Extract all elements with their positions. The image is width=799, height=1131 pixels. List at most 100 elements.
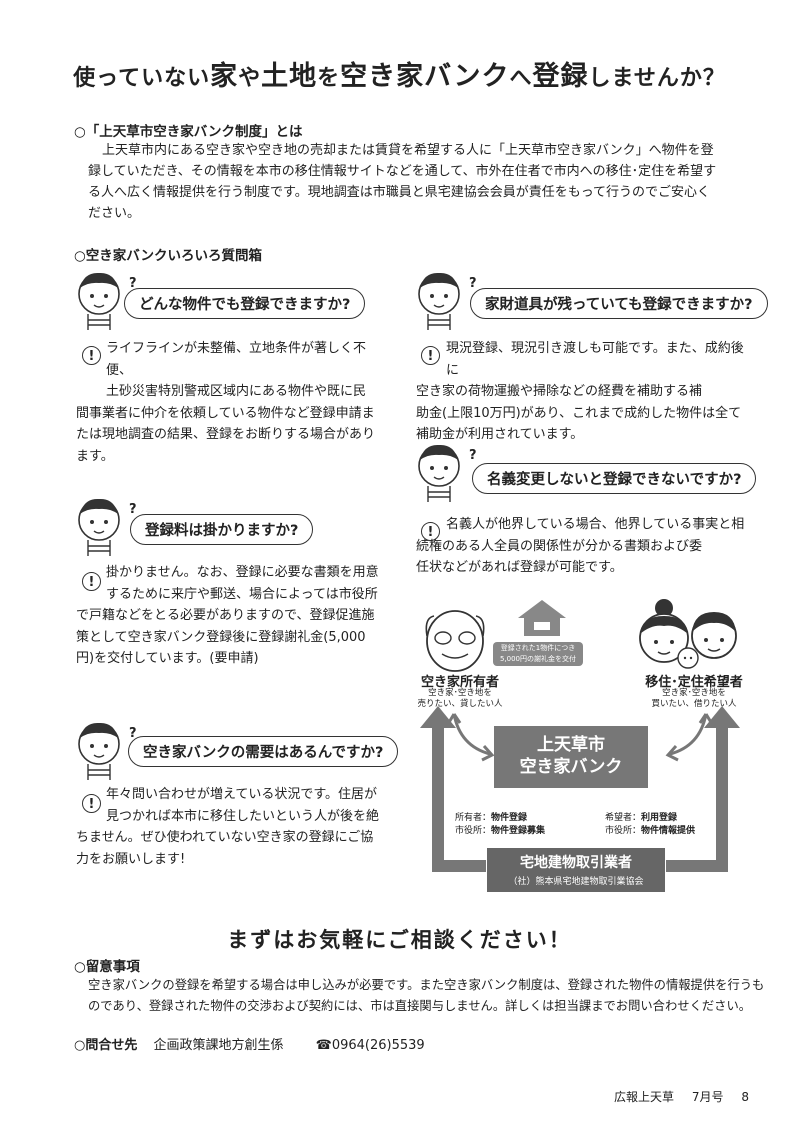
answer-line: 任状などがあれば登録が可能です。 <box>416 560 623 575</box>
answer-line: ちません。ぜひ使われていない空き家の登録にご協 <box>76 830 374 845</box>
answer-line: 円)を交付しています。(要申請) <box>76 651 259 666</box>
owner-face-icon <box>425 610 485 672</box>
title-part: 土地 <box>261 61 318 92</box>
call-to-action: まずはお気軽にご相談ください！ <box>227 928 572 952</box>
question-bubble: 名義変更しないと登録できないですか? <box>472 463 757 494</box>
child-face-icon <box>78 722 120 780</box>
question-bubble: 空き家バンクの需要はあるんですか? <box>128 736 399 767</box>
title-part: しませんか？ <box>588 66 726 91</box>
question-mark: ? <box>469 276 477 291</box>
contact-phone: ☎0964(26)5539 <box>315 1038 425 1053</box>
answer-line: 続権のある人全員の関係性が分かる書類および委 <box>416 538 703 554</box>
contact-dept: 企画政策課地方創生係 <box>153 1038 284 1053</box>
answer-line: するために来庁や郵送、場合によっては市役所 <box>106 586 378 602</box>
title-part: 空き家バンク <box>340 61 510 92</box>
seeker-flow: 希望者：利用登録 市役所：物件情報提供 <box>605 812 695 838</box>
seeker-sub: 空き家･空き地を 買いたい、借りたい人 <box>640 688 748 710</box>
title-part: を <box>317 66 341 91</box>
qa-heading: ○空き家バンクいろいろ質問箱 <box>74 248 262 264</box>
child-face-icon <box>418 444 460 502</box>
contact-heading: ○問合せ先 <box>74 1038 138 1053</box>
page-title: 使っていない家や土地を空き家バンクへ登録しませんか？ <box>0 54 799 93</box>
answer-text: 名義人が他界している場合、他界している事実と相 続権のある人全員の関係性が分かる… <box>416 514 756 579</box>
flow-role: 市役所： <box>455 826 492 836</box>
question-bubble: 登録料は掛かりますか? <box>130 514 314 545</box>
intro-line: 録していただき、その情報を本市の移住情報サイトなどを通して、市外在住者で市内への… <box>88 164 717 179</box>
exclamation-icon: ! <box>82 572 101 591</box>
flow-action: 利用登録 <box>641 813 678 823</box>
answer-line: 見つかれば本市に移住したいという人が後を絶 <box>106 808 380 824</box>
answer-line: 補助金が利用されています。 <box>416 427 584 442</box>
flow-action: 物件情報提供 <box>641 826 696 836</box>
title-part: 登録 <box>532 61 589 92</box>
owner-sub-line: 空き家･空き地を <box>428 688 492 698</box>
owner-sub: 空き家･空き地を 売りたい、貸したい人 <box>410 688 510 710</box>
answer-line: 名義人が他界している場合、他界している事実と相 <box>446 517 745 532</box>
seeker-man-face-icon <box>691 612 737 659</box>
answer-line: ライフラインが未整備、立地条件が著しく不便、 <box>106 341 367 378</box>
exclamation-icon: ! <box>82 346 101 365</box>
answer-text: 現況登録、現況引き渡しも可能です。また、成約後に 空き家の荷物運搬や掃除などの経… <box>416 338 756 446</box>
question-bubble: どんな物件でも登録できますか? <box>124 288 366 319</box>
title-part: へ <box>509 66 533 91</box>
page-footer: 広報上天草 7月号 8 <box>614 1088 749 1105</box>
owner-label: 空き家所有者 <box>420 675 499 690</box>
akiya-bank-box: 上天草市 空き家バンク <box>494 726 648 788</box>
house-icon <box>518 600 566 636</box>
intro-line: 上天草市内にある空き家や空き地の売却または賃貸を希望する人に「上天草市空き家バン… <box>102 143 714 158</box>
bank-line: 上天草市 <box>537 735 605 755</box>
question-mark: ? <box>129 726 137 741</box>
flow-role: 所有者： <box>455 813 492 823</box>
flow-role: 市役所： <box>605 826 642 836</box>
intro-line: ださい。 <box>88 206 141 221</box>
seeker-sub-line: 買いたい、借りたい人 <box>651 699 737 709</box>
answer-line: で戸籍などをとる必要がありますので、登録促進施 <box>76 608 375 623</box>
page-number: 8 <box>741 1090 749 1104</box>
seeker-sub-line: 空き家･空き地を <box>662 688 726 698</box>
question-mark: ? <box>129 276 137 291</box>
exclamation-icon: ! <box>421 522 440 541</box>
baby-face-icon <box>677 647 699 669</box>
bonus-label: 登録された1物件につき 5,000円の謝礼金を交付 <box>493 642 583 666</box>
child-face-icon <box>418 272 460 330</box>
intro-line: る人へ広く情報提供を行う制度です。現地調査は市職員と県宅建協会会員が責任をもって… <box>88 185 711 200</box>
title-part: 使っていない <box>73 66 211 91</box>
answer-line: 掛かりません。なお、登録に必要な書類を用意 <box>106 565 379 580</box>
notes-paragraph: 空き家バンクの登録を希望する場合は申し込みが必要です。また空き家バンク制度は、登… <box>88 975 778 1017</box>
question-mark: ? <box>469 448 477 463</box>
issue-month: 7月号 <box>691 1090 724 1104</box>
notes-line: 空き家バンクの登録を希望する場合は申し込みが必要です。また空き家バンク制度は、登… <box>88 978 765 992</box>
title-part: や <box>238 66 262 91</box>
intro-heading: ○「上天草市空き家バンク制度」とは <box>74 124 303 140</box>
notes-heading: ○留意事項 <box>74 959 140 975</box>
dealer-name: 宅地建物取引業者 <box>520 855 632 871</box>
notes-line: のであり、登録された物件の交渉および契約には、市は直接関与しません。詳しくは担当… <box>88 999 752 1013</box>
answer-line: 空き家の荷物運搬や掃除などの経費を補助する補 <box>416 384 703 399</box>
child-face-icon <box>78 498 120 556</box>
answer-line: 年々問い合わせが増えている状況です。住居が <box>106 787 378 802</box>
answer-text: ライフラインが未整備、立地条件が著しく不便、 土砂災害特別警戒区域内にある物件や… <box>76 338 386 467</box>
answer-line: 現況登録、現況引き渡しも可能です。また、成約後に <box>446 341 744 378</box>
answer-line: 間事業者に仲介を依頼している物件など登録申請ま <box>76 405 375 421</box>
answer-line: 土砂災害特別警戒区域内にある物件や既に民 <box>106 384 367 399</box>
answer-text: 掛かりません。なお、登録に必要な書類を用意 するために来庁や郵送、場合によっては… <box>76 562 386 670</box>
bonus-line: 登録された1物件につき <box>500 644 576 652</box>
question-bubble: 家財道具が残っていても登録できますか? <box>470 288 768 319</box>
answer-line: 助金(上限10万円)があり、これまで成約した物件は全て <box>416 405 742 421</box>
answer-line: ます。 <box>76 448 114 464</box>
intro-paragraph: 上天草市内にある空き家や空き地の売却または賃貸を希望する人に「上天草市空き家バン… <box>88 140 768 224</box>
flow-action: 物件登録募集 <box>491 826 546 836</box>
dealer-box: 宅地建物取引業者 （社）熊本県宅地建物取引業協会 <box>487 848 665 892</box>
publication-name: 広報上天草 <box>614 1090 675 1104</box>
flow-diagram <box>420 599 740 872</box>
flow-role: 希望者： <box>605 813 642 823</box>
question-mark: ? <box>129 502 137 517</box>
answer-line: 力をお願いします! <box>76 851 186 867</box>
answer-line: 策として空き家バンク登録後に登録謝礼金(5,000 <box>76 629 366 645</box>
title-part: 家 <box>210 61 239 92</box>
seeker-label: 移住･定住希望者 <box>645 675 743 690</box>
bonus-line: 5,000円の謝礼金を交付 <box>499 655 577 663</box>
bank-line: 空き家バンク <box>519 757 623 777</box>
flow-action: 物件登録 <box>491 813 528 823</box>
owner-sub-line: 売りたい、貸したい人 <box>417 699 503 709</box>
